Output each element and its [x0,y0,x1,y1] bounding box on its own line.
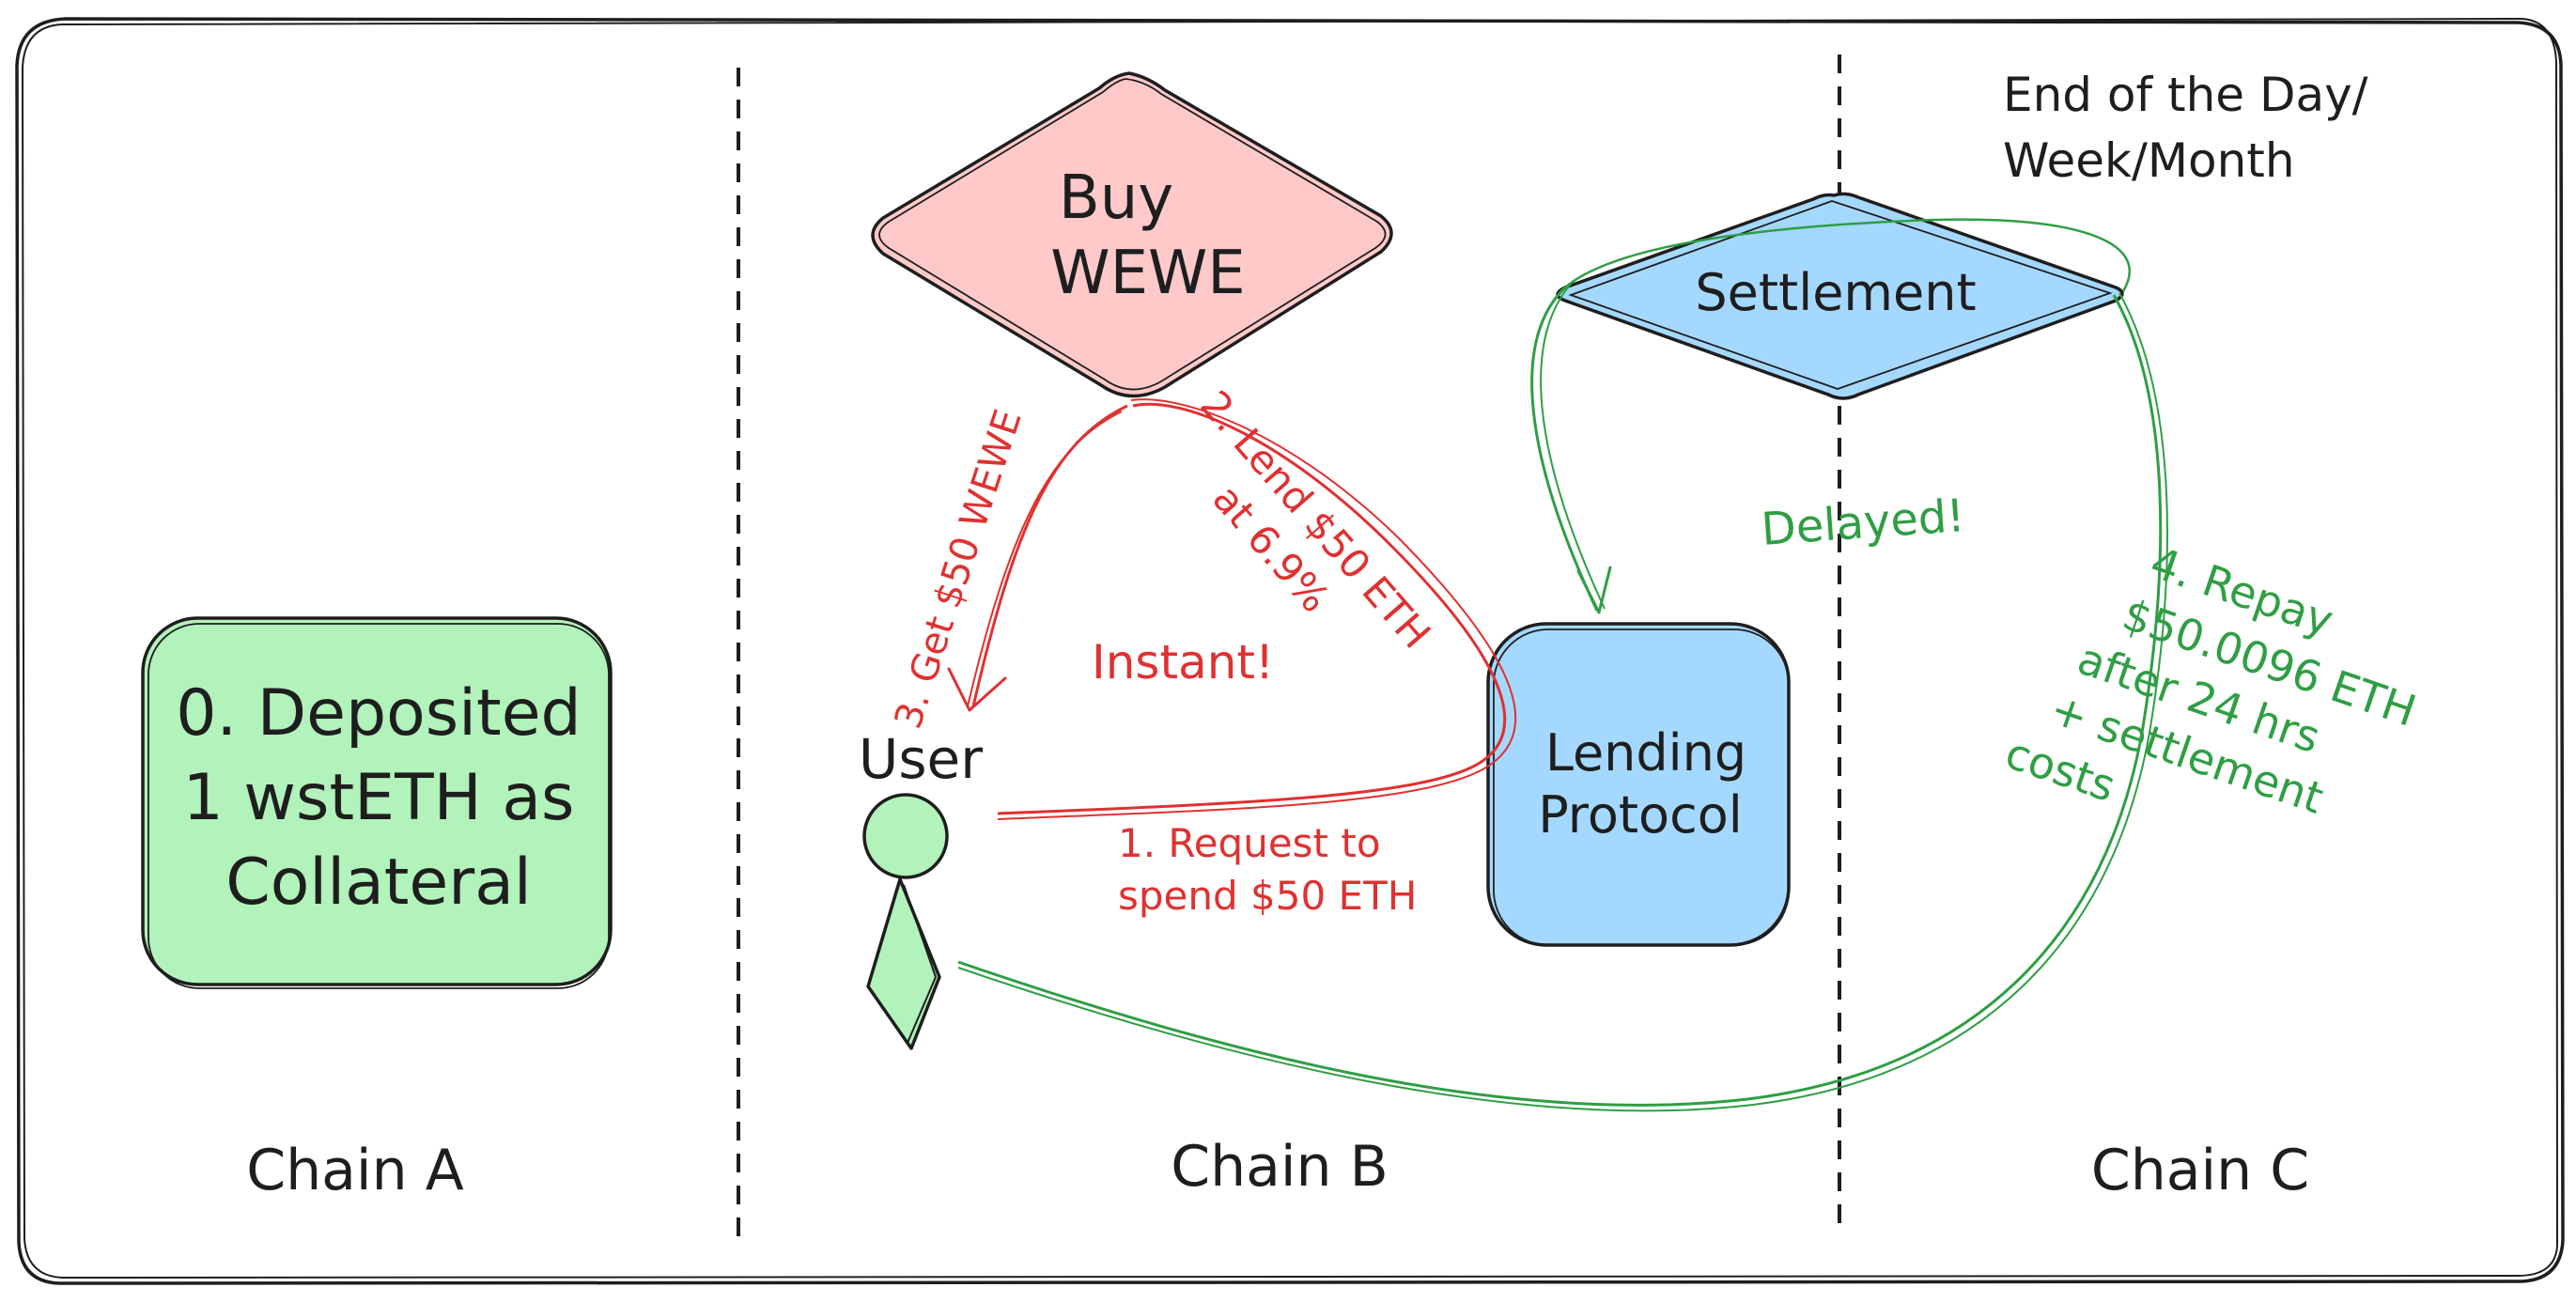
repay-arrow [957,294,2163,1107]
step1-line2: spend $50 ETH [1118,873,1417,919]
settlement-diamond: Settlement [1556,192,2124,400]
lending-label: Lending [1545,723,1746,783]
collateral-line2: 1 wstETH as [183,761,575,835]
get-wewe-arrowhead [947,667,1007,712]
settlement-to-lending-arrow [1530,286,1599,612]
lending-protocol-box: Lending Protocol [1486,622,1791,947]
user-figure: User [859,727,983,1050]
period-label-line1: End of the Day/ [2003,68,2368,122]
instant-label: Instant! [1092,635,1274,690]
period-label-line2: Week/Month [2003,133,2295,188]
chain-a-label: Chain A [246,1138,464,1203]
step1-line1: 1. Request to [1118,820,1381,866]
protocol-label: Protocol [1538,785,1743,845]
wewe-label: WEWE [1050,239,1245,308]
chain-b-label: Chain B [1171,1134,1389,1200]
request-arrow [997,402,1507,815]
user-label: User [859,727,983,791]
buy-label: Buy [1059,163,1173,233]
collateral-line3: Collateral [225,845,532,920]
settlement-loop [1564,218,2131,292]
chain-c-label: Chain C [2091,1138,2309,1203]
user-body [866,877,941,1050]
get-wewe-arrow [971,404,1128,707]
outer-frame-sketch [21,17,2559,1280]
settlement-label: Settlement [1695,263,1976,322]
settlement-to-lending-arrowhead [1576,566,1612,614]
buy-wewe-diamond: Buy WEWE [871,71,1393,398]
collateral-line1: 0. Deposited [176,676,581,751]
outer-frame [15,17,2565,1285]
user-head [862,793,949,879]
delayed-label: Delayed! [1760,489,1966,556]
step3-label: 3. Get $50 WEWE [887,405,1031,735]
collateral-box: 0. Deposited 1 wstETH as Collateral [141,616,613,989]
